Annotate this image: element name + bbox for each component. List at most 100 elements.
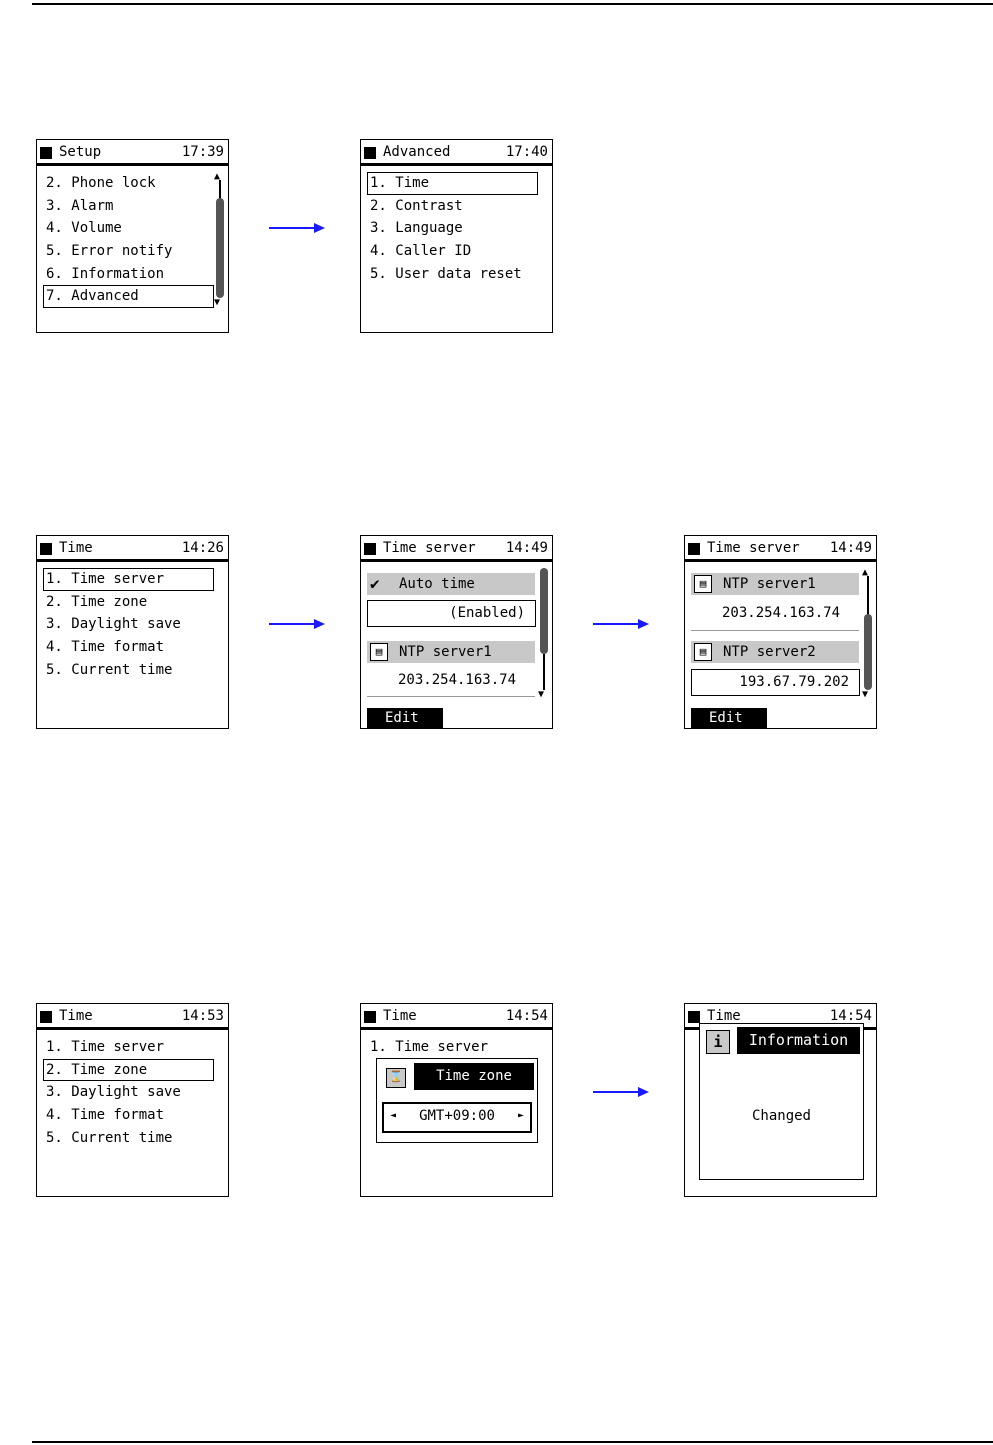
menu-item-advanced[interactable]: 7. Advanced bbox=[43, 285, 214, 309]
menu-item-time-server: 1. Time server bbox=[370, 1039, 489, 1055]
screen-title: Time bbox=[59, 1008, 93, 1024]
menu-item-user-data-reset[interactable]: 5. User data reset bbox=[370, 265, 522, 282]
scroll-down-arrow-icon: ▼ bbox=[538, 689, 545, 700]
auto-time-label: Auto time bbox=[399, 576, 475, 592]
screen-title: Time bbox=[383, 1008, 417, 1024]
time-menu: 1. Time server 2. Time zone 3. Daylight … bbox=[43, 1036, 228, 1149]
flow-arrow bbox=[593, 1087, 649, 1097]
scrollbar[interactable]: ▲ ▼ bbox=[214, 171, 224, 308]
scroll-thumb[interactable] bbox=[864, 614, 872, 690]
screen-title: Advanced bbox=[383, 144, 451, 160]
document-icon: ▤ bbox=[370, 643, 388, 661]
clock: 14:49 bbox=[829, 540, 872, 556]
clock: 17:40 bbox=[505, 144, 548, 160]
scroll-track bbox=[867, 576, 869, 616]
page-top-rule bbox=[32, 3, 993, 5]
clock: 17:39 bbox=[181, 144, 224, 160]
menu-item-caller-id[interactable]: 4. Caller ID bbox=[370, 243, 472, 260]
screen-title: Time bbox=[59, 540, 93, 556]
menu-item-current-time[interactable]: 5. Current time bbox=[46, 1129, 173, 1146]
title-square-icon bbox=[40, 1011, 52, 1023]
checkmark-icon: ✔ bbox=[370, 574, 380, 593]
screen-title: Time server bbox=[383, 540, 476, 556]
scroll-down-arrow-icon: ▼ bbox=[214, 297, 221, 308]
menu-item-time-zone[interactable]: 2. Time zone bbox=[46, 593, 148, 610]
divider bbox=[691, 630, 859, 631]
edit-softkey[interactable]: Edit bbox=[691, 708, 767, 728]
information-popup-screen: Time 14:54 Information i Changed bbox=[684, 1003, 877, 1197]
scroll-up-arrow-icon: ▲ bbox=[214, 171, 221, 182]
document-icon: ▤ bbox=[694, 575, 712, 593]
scroll-thumb[interactable] bbox=[216, 198, 224, 298]
time-zone-selector[interactable]: ◄ GMT+09:00 ► bbox=[382, 1102, 532, 1133]
menu-item-current-time[interactable]: 5. Current time bbox=[46, 661, 173, 678]
menu-item-alarm[interactable]: 3. Alarm bbox=[46, 197, 114, 214]
title-square-icon bbox=[688, 1011, 700, 1023]
menu-item-contrast[interactable]: 2. Contrast bbox=[370, 197, 463, 214]
setup-menu: 2. Phone lock 3. Alarm 4. Volume 5. Erro… bbox=[43, 172, 228, 309]
ntp-server1-value: 203.254.163.74 bbox=[722, 605, 841, 621]
clock: 14:54 bbox=[505, 1008, 548, 1024]
edit-softkey[interactable]: Edit bbox=[367, 708, 443, 728]
ntp-server1-label: NTP server1 bbox=[399, 644, 492, 660]
right-arrow-icon[interactable]: ► bbox=[517, 1110, 524, 1121]
menu-item-time[interactable]: 1. Time bbox=[367, 172, 538, 195]
ntp-server1-label: NTP server1 bbox=[723, 576, 816, 592]
document-icon: ▤ bbox=[694, 643, 712, 661]
screen-title: Time bbox=[707, 1008, 741, 1024]
page-bottom-rule bbox=[32, 1441, 993, 1443]
popup-message: Changed bbox=[751, 1108, 811, 1124]
time-screen: Time 14:26 1. Time server 2. Time zone 3… bbox=[36, 535, 229, 729]
title-square-icon bbox=[40, 147, 52, 159]
setup-screen: Setup 17:39 2. Phone lock 3. Alarm 4. Vo… bbox=[36, 139, 229, 333]
menu-item-time-format[interactable]: 4. Time format bbox=[46, 639, 165, 656]
clock: 14:49 bbox=[505, 540, 548, 556]
ntp-server2-value-field[interactable]: 193.67.79.202 bbox=[691, 669, 860, 696]
menu-item-phone-lock[interactable]: 2. Phone lock bbox=[46, 175, 156, 191]
popup-title: Information bbox=[737, 1027, 860, 1054]
menu-item-error-notify[interactable]: 5. Error notify bbox=[46, 243, 173, 260]
menu-item-time-zone[interactable]: 2. Time zone bbox=[43, 1058, 214, 1082]
title-bar: Time server 14:49 bbox=[685, 536, 876, 562]
clock: 14:54 bbox=[829, 1008, 872, 1024]
menu-item-volume[interactable]: 4. Volume bbox=[46, 220, 122, 237]
title-square-icon bbox=[688, 543, 700, 555]
scroll-down-arrow-icon: ▼ bbox=[862, 689, 869, 700]
scrollbar[interactable]: ▼ bbox=[538, 568, 548, 700]
screen-title: Time server bbox=[707, 540, 800, 556]
ntp-server1-header: ▤ NTP server1 bbox=[367, 641, 535, 663]
screen-title: Setup bbox=[59, 144, 102, 160]
advanced-menu: 1. Time 2. Contrast 3. Language 4. Calle… bbox=[367, 172, 552, 285]
time-zone-popup-screen: Time 14:54 1. Time server Time zone ⌛ ◄ … bbox=[360, 1003, 553, 1197]
time-zone-value: GMT+09:00 bbox=[419, 1108, 495, 1124]
menu-item-time-server[interactable]: 1. Time server bbox=[46, 1039, 165, 1055]
time-menu: 1. Time server 2. Time zone 3. Daylight … bbox=[43, 568, 228, 681]
menu-item-daylight-save[interactable]: 3. Daylight save bbox=[46, 1084, 181, 1101]
menu-item-information[interactable]: 6. Information bbox=[46, 265, 165, 282]
flow-arrow bbox=[269, 619, 325, 629]
information-popup: Information i Changed bbox=[699, 1023, 864, 1180]
scrollbar[interactable]: ▲ ▼ bbox=[862, 568, 872, 700]
title-bar: Time 14:53 bbox=[37, 1004, 228, 1030]
left-arrow-icon[interactable]: ◄ bbox=[390, 1110, 397, 1121]
ntp-server2-header: ▤ NTP server2 bbox=[691, 641, 859, 663]
auto-time-value-field[interactable]: (Enabled) bbox=[367, 600, 536, 627]
menu-item-language[interactable]: 3. Language bbox=[370, 220, 463, 237]
time-zone-popup: Time zone ⌛ ◄ GMT+09:00 ► bbox=[376, 1058, 538, 1143]
title-bar: Time server 14:49 bbox=[361, 536, 552, 562]
advanced-screen: Advanced 17:40 1. Time 2. Contrast 3. La… bbox=[360, 139, 553, 333]
ntp-server1-header: ▤ NTP server1 bbox=[691, 573, 859, 595]
title-square-icon bbox=[364, 1011, 376, 1023]
time-menu-background: 1. Time server bbox=[367, 1036, 552, 1059]
menu-item-time-format[interactable]: 4. Time format bbox=[46, 1107, 165, 1124]
scroll-thumb[interactable] bbox=[540, 568, 548, 654]
title-square-icon bbox=[40, 543, 52, 555]
menu-item-daylight-save[interactable]: 3. Daylight save bbox=[46, 616, 181, 633]
title-square-icon bbox=[364, 543, 376, 555]
menu-item-time-server[interactable]: 1. Time server bbox=[43, 568, 214, 591]
title-bar: Advanced 17:40 bbox=[361, 140, 552, 166]
title-bar: Time 14:26 bbox=[37, 536, 228, 562]
title-bar: Setup 17:39 bbox=[37, 140, 228, 166]
flow-arrow bbox=[269, 223, 325, 233]
popup-title: Time zone bbox=[414, 1063, 534, 1090]
